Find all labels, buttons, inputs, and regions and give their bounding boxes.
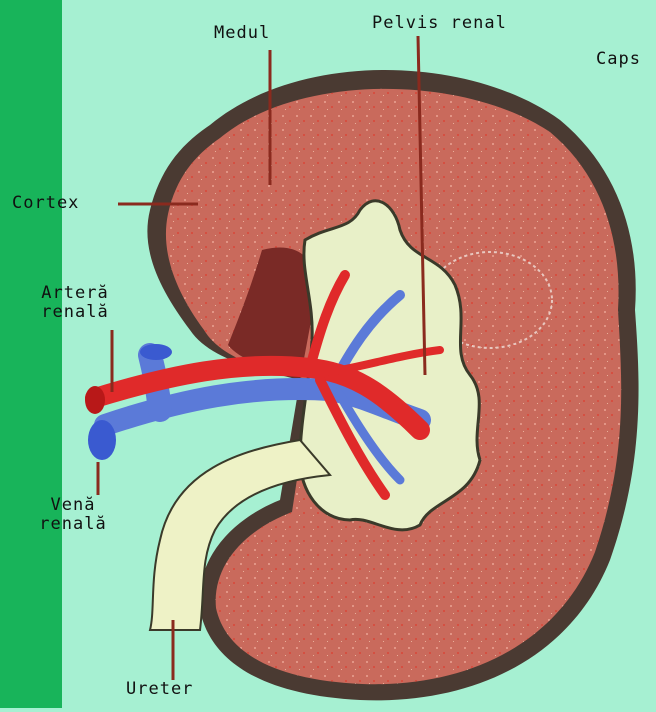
label-cortex: Cortex bbox=[12, 194, 79, 213]
side-bar bbox=[0, 0, 62, 708]
label-artera-line2: renală bbox=[32, 303, 118, 322]
label-capsula: Caps bbox=[596, 50, 641, 69]
label-vena-renala: Venă renală bbox=[30, 496, 116, 534]
label-artera-line1: Arteră bbox=[32, 284, 118, 303]
label-medul: Medul bbox=[214, 24, 270, 43]
label-artera-renala: Arteră renală bbox=[32, 284, 118, 322]
label-vena-line1: Venă bbox=[30, 496, 116, 515]
label-vena-line2: renală bbox=[30, 515, 116, 534]
label-ureter: Ureter bbox=[126, 680, 193, 699]
label-pelvis-renal: Pelvis renal bbox=[372, 14, 507, 33]
